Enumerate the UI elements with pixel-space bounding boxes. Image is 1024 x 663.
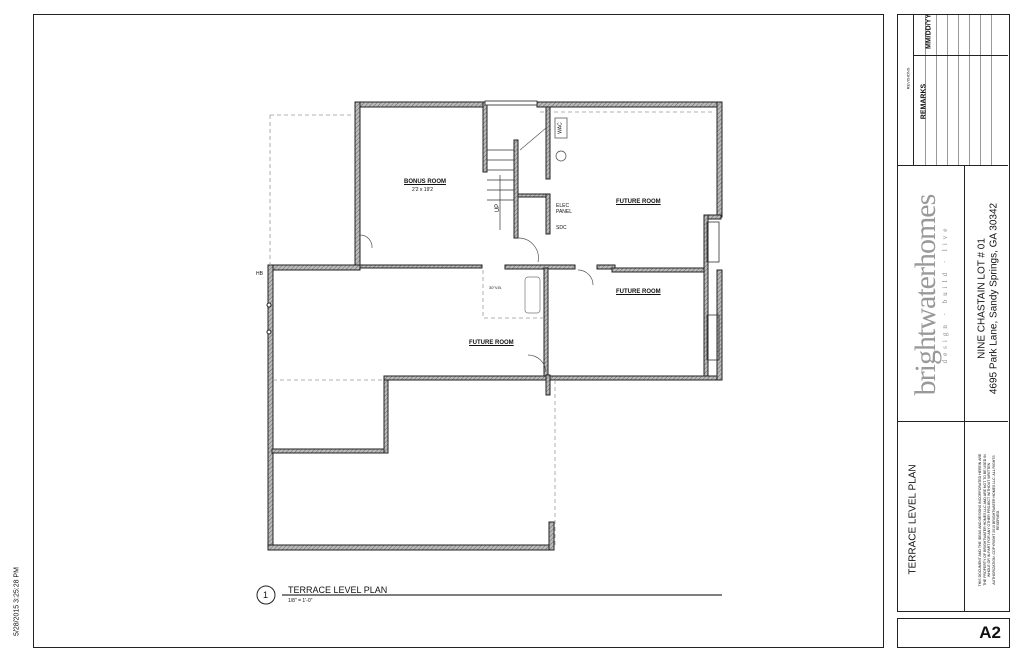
walls xyxy=(267,101,723,551)
project-name: NINE CHASTAIN LOT # 01 xyxy=(976,238,988,359)
floor-plan xyxy=(256,100,723,605)
wac-label: WAC xyxy=(557,122,564,134)
door-swings xyxy=(359,127,594,373)
room-label-future-1: FUTURE ROOM xyxy=(616,199,661,205)
remarks-header: REMARKS xyxy=(920,83,928,120)
room-label-future-3: FUTURE ROOM xyxy=(469,340,514,346)
sheet-title: TERRACE LEVEL PLAN xyxy=(907,464,919,575)
room-label-bonus: BONUS ROOM xyxy=(404,179,446,185)
hose-bib-label: HB xyxy=(256,271,263,277)
vanity-label: 30"V.B. xyxy=(489,285,503,290)
date-header: MM/DD/YY xyxy=(925,14,933,49)
drawing-title-line xyxy=(256,585,722,605)
elec-panel-label: ELEC PANEL xyxy=(556,203,573,215)
drawing-scale: 1/8" = 1'-0" xyxy=(288,598,313,604)
copyright-notes: THIS DOCUMENT AND THE IDEAS AND DESIGNS … xyxy=(978,453,1000,587)
room-dims-bonus: 2'2 x 19'2 xyxy=(412,187,434,193)
stair-up-label: UP xyxy=(495,203,502,213)
drawing-title: TERRACE LEVEL PLAN xyxy=(288,585,388,595)
company-tagline: design · build · live xyxy=(941,224,949,364)
terrace-outline xyxy=(269,111,712,545)
stairs xyxy=(487,149,514,230)
room-label-future-2: FUTURE ROOM xyxy=(616,289,661,295)
drawing-number: 1 xyxy=(263,590,269,600)
company-logo: brightwaterhomes xyxy=(909,194,942,396)
title-block xyxy=(897,14,1010,612)
sheet-number: A2 xyxy=(897,618,1010,648)
revisions-label: REVISIONS xyxy=(905,67,911,90)
sdc-label: SDC xyxy=(556,225,567,231)
drawing-border xyxy=(33,14,884,648)
project-address: 4695 Park Lane, Sandy Springs, GA 30342 xyxy=(988,202,1000,395)
